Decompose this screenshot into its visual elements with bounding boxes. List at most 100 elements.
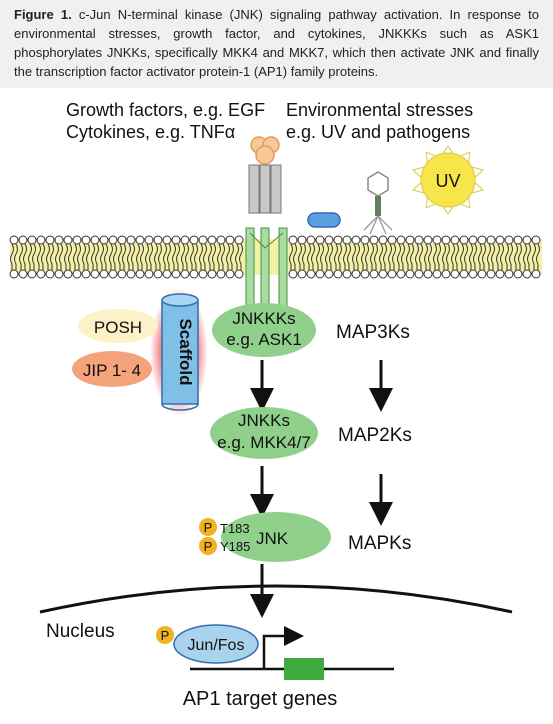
lipid-head xyxy=(450,269,460,279)
lipid-head xyxy=(342,235,352,245)
lipid-head xyxy=(234,269,244,279)
lipid-head xyxy=(360,235,370,245)
lipid-head xyxy=(495,269,505,279)
lipid-head xyxy=(423,235,433,245)
lipid-head xyxy=(81,235,91,245)
lipid-head xyxy=(342,269,352,279)
uv-label: UV xyxy=(435,171,460,191)
lipid-head xyxy=(495,235,505,245)
lipid-head xyxy=(513,235,523,245)
lipid-tail xyxy=(397,243,405,270)
lipid-head xyxy=(27,269,37,279)
lipid-head xyxy=(531,235,541,245)
lipid-head xyxy=(162,269,172,279)
lipid-head xyxy=(72,269,82,279)
lipid-head xyxy=(36,269,46,279)
lipid-tail xyxy=(46,243,54,270)
junfos-node xyxy=(173,624,259,664)
lipid-head xyxy=(351,269,361,279)
phospho-y185-icon xyxy=(199,537,217,555)
lipid-tail xyxy=(478,243,486,270)
jnkk-line2: e.g. MKK4/7 xyxy=(217,433,311,452)
lipid-tail xyxy=(415,243,423,270)
lipid-tail xyxy=(442,243,450,270)
caption-text: c-Jun N-terminal kinase (JNK) signaling … xyxy=(14,7,539,79)
lipid-head xyxy=(306,269,316,279)
lipid-tail xyxy=(469,243,477,270)
lipid-head xyxy=(162,235,172,245)
stimuli-left-line1: Growth factors, e.g. EGF xyxy=(66,100,265,120)
receptor-extracellular xyxy=(248,164,282,214)
phospho-label-3: P xyxy=(161,628,170,643)
lipid-tail xyxy=(136,243,144,270)
jip-node xyxy=(72,351,152,387)
lipid-tail xyxy=(10,243,18,270)
stimuli-right-line1: Environmental stresses xyxy=(286,100,473,120)
lipid-head xyxy=(441,269,451,279)
lipid-head xyxy=(396,235,406,245)
mapk-label: MAPKs xyxy=(348,533,411,554)
lipid-head xyxy=(423,269,433,279)
lipid-head xyxy=(54,269,64,279)
y185-label: Y185 xyxy=(220,539,250,554)
lipid-head xyxy=(360,269,370,279)
lipid-head xyxy=(288,235,298,245)
lipid-head xyxy=(315,269,325,279)
lipid-tail xyxy=(91,243,99,270)
t183-label: T183 xyxy=(220,521,250,536)
lipid-tail xyxy=(64,243,72,270)
lipid-head xyxy=(387,269,397,279)
lipid-tail xyxy=(172,243,180,270)
lipid-head xyxy=(180,269,190,279)
lipid-tail xyxy=(190,243,198,270)
lipid-tail xyxy=(316,243,324,270)
lipid-head xyxy=(486,235,496,245)
lipid-tail xyxy=(388,243,396,270)
lipid-tail xyxy=(307,243,315,270)
lipid-tail xyxy=(208,243,216,270)
lipid-head xyxy=(333,269,343,279)
lipid-tail xyxy=(154,243,162,270)
lipid-head xyxy=(504,235,514,245)
lipid-head xyxy=(108,269,118,279)
jnk-label: JNK xyxy=(256,529,289,548)
lipid-head xyxy=(306,235,316,245)
lipid-tail xyxy=(334,243,342,270)
lipid-head xyxy=(180,235,190,245)
lipid-head xyxy=(324,235,334,245)
lipid-tail xyxy=(163,243,171,270)
lipid-head xyxy=(126,269,136,279)
cell-membrane xyxy=(9,235,542,279)
lipid-tail xyxy=(199,243,207,270)
nuclear-membrane xyxy=(39,584,513,614)
lipid-head xyxy=(468,269,478,279)
lipid-head xyxy=(108,235,118,245)
lipid-head xyxy=(405,269,415,279)
lipid-head xyxy=(414,235,424,245)
lipid-head xyxy=(18,269,28,279)
lipid-head xyxy=(513,269,523,279)
lipid-head xyxy=(171,269,181,279)
lipid-tail xyxy=(55,243,63,270)
lipid-tail xyxy=(82,243,90,270)
posh-label: POSH xyxy=(94,318,142,337)
lipid-head xyxy=(378,235,388,245)
lipid-head xyxy=(216,269,226,279)
lipid-head xyxy=(459,269,469,279)
lipid-head xyxy=(369,269,379,279)
lipid-head xyxy=(351,235,361,245)
lipid-head xyxy=(153,269,163,279)
lipid-head xyxy=(117,269,127,279)
caption-label: Figure 1. xyxy=(14,7,72,22)
stimuli-right-line2: e.g. UV and pathogens xyxy=(286,122,470,142)
jnkk-node xyxy=(210,407,318,459)
jnkkk-line2: e.g. ASK1 xyxy=(226,330,302,349)
pathogen-phage-icon xyxy=(363,171,393,235)
lipid-tail xyxy=(37,243,45,270)
map2k-label: MAP2Ks xyxy=(338,425,412,446)
lipid-head xyxy=(522,235,532,245)
lipid-head xyxy=(369,235,379,245)
lipid-head xyxy=(324,269,334,279)
lipid-head xyxy=(396,269,406,279)
lipid-head xyxy=(45,235,55,245)
